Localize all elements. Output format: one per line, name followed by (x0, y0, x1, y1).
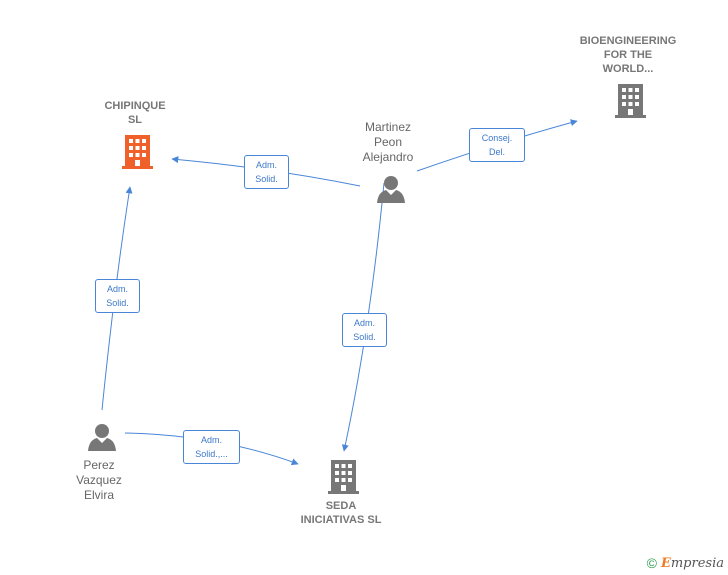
edge-label-perez-seda: Adm. Solid.,... (183, 430, 240, 464)
edge-label-perez-chipinque: Adm. Solid. (95, 279, 140, 313)
edge-label-martinez-bioengineering: Consej. Del. (469, 128, 525, 162)
edge-label-martinez-seda: Adm. Solid. (342, 313, 387, 347)
building-icon (615, 84, 646, 118)
person-label-perez[interactable]: Perez Vazquez Elvira (76, 458, 122, 502)
copyright-icon: © (646, 555, 657, 571)
company-label-chipinque[interactable]: CHIPINQUE SL (104, 100, 166, 126)
person-icon (377, 176, 405, 203)
edge-label-martinez-chipinque: Adm. Solid. (244, 155, 289, 189)
person-label-martinez[interactable]: Martinez Peon Alejandro (362, 120, 414, 164)
building-icon (328, 460, 359, 494)
company-label-bioengineering[interactable]: BIOENGINEERING FOR THE WORLD... (579, 35, 677, 75)
company-label-seda[interactable]: SEDA INICIATIVAS SL (300, 500, 382, 526)
building-icon (122, 135, 153, 169)
brand-footer: © Empresia (647, 555, 724, 571)
brand-logo: Empresia (660, 555, 724, 571)
person-icon (88, 424, 116, 451)
